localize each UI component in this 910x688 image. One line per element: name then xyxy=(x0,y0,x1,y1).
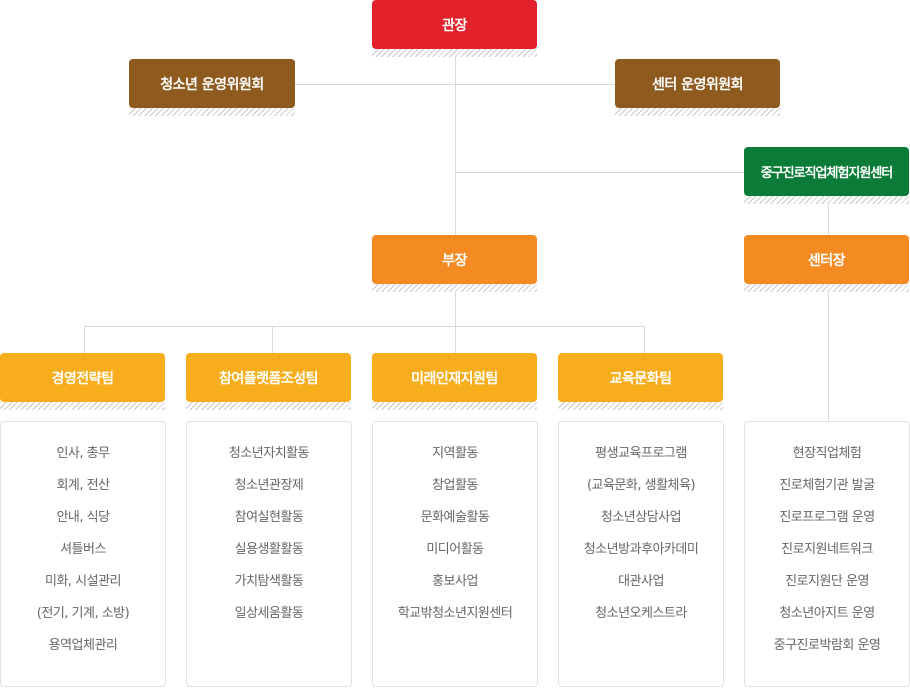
list-item: 중구진로박람회 운영 xyxy=(773,638,881,653)
team-future-talent-list: 지역활동 창업활동 문화예술활동 미디어활동 홍보사업 학교밖청소년지원센터 xyxy=(372,421,538,687)
connector-deputy-down xyxy=(455,292,456,353)
list-item: 용역업체관리 xyxy=(48,638,118,653)
connector-teams-bar xyxy=(84,326,645,327)
list-item: 평생교육프로그램 xyxy=(595,446,687,461)
team-education-culture-node: 교육문화팀 xyxy=(558,353,723,410)
career-center-list: 현장직업체험 진로체험기관 발굴 진로프로그램 운영 진로지원네트워크 진로지원… xyxy=(744,421,910,687)
list-item: 진로지원단 운영 xyxy=(785,574,869,589)
list-item: 청소년자치활동 xyxy=(228,446,310,461)
list-item: 홍보사업 xyxy=(432,574,478,589)
list-item: 대관사업 xyxy=(618,574,664,589)
team-label: 경영전략팀 xyxy=(51,370,114,387)
connector-team-2 xyxy=(272,326,273,353)
list-item: 진로체험기관 발굴 xyxy=(779,478,875,493)
list-item: 가치탐색활동 xyxy=(234,574,304,589)
list-item: 청소년방과후아카데미 xyxy=(583,542,699,557)
center-head-label: 센터장 xyxy=(807,252,846,269)
team-management-node: 경영전략팀 xyxy=(0,353,165,410)
connector-team-1 xyxy=(84,326,85,353)
team-education-culture-list: 평생교육프로그램 (교육문화, 생활체육) 청소년상담사업 청소년방과후아카데미… xyxy=(558,421,724,687)
director-label: 관장 xyxy=(442,17,467,34)
team-future-talent-node: 미래인재지원팀 xyxy=(372,353,537,410)
career-center-label: 중구진로직업체험지원센터 xyxy=(760,166,894,181)
list-item: 진로지원네트워크 xyxy=(781,542,873,557)
list-item: 학교밖청소년지원센터 xyxy=(397,606,513,621)
list-item: 실용생활활동 xyxy=(234,542,304,557)
list-item: 셔틀버스 xyxy=(60,542,106,557)
list-item: 진로프로그램 운영 xyxy=(779,510,875,525)
youth-committee-label: 청소년 운영위원회 xyxy=(160,76,264,93)
connector-committees xyxy=(295,84,615,85)
list-item: 청소년관장제 xyxy=(234,478,304,493)
list-item: 참여실현활동 xyxy=(234,510,304,525)
list-item: 미디어활동 xyxy=(426,542,484,557)
list-item: 문화예술활동 xyxy=(420,510,490,525)
list-item: 청소년상담사업 xyxy=(600,510,682,525)
list-item: 지역활동 xyxy=(432,446,478,461)
list-item: 일상세움활동 xyxy=(234,606,304,621)
list-item: (교육문화, 생활체육) xyxy=(586,478,696,493)
youth-committee-node: 청소년 운영위원회 xyxy=(129,59,295,116)
connector-director-deputy xyxy=(455,57,456,235)
list-item: 미화, 시설관리 xyxy=(44,574,122,589)
list-item: 창업활동 xyxy=(432,478,478,493)
director-node: 관장 xyxy=(372,0,537,57)
career-center-node: 중구진로직업체험지원센터 xyxy=(744,147,909,204)
team-management-list: 인사, 총무 회계, 전산 안내, 식당 셔틀버스 미화, 시설관리 (전기, … xyxy=(0,421,166,687)
center-committee-label: 센터 운영위원회 xyxy=(651,76,744,93)
connector-center-list xyxy=(828,292,829,421)
list-item: 청소년오케스트라 xyxy=(595,606,687,621)
list-item: (전기, 기계, 소방) xyxy=(36,606,130,621)
list-item: 회계, 전산 xyxy=(56,478,110,493)
deputy-node: 부장 xyxy=(372,235,537,292)
connector-career-center xyxy=(455,172,744,173)
list-item: 안내, 식당 xyxy=(56,510,110,525)
center-head-node: 센터장 xyxy=(744,235,909,292)
center-committee-node: 센터 운영위원회 xyxy=(615,59,780,116)
team-participation-node: 참여플랫폼조성팀 xyxy=(186,353,351,410)
list-item: 인사, 총무 xyxy=(56,446,110,461)
team-label: 참여플랫폼조성팀 xyxy=(218,370,319,387)
team-label: 미래인재지원팀 xyxy=(411,370,498,387)
list-item: 현장직업체험 xyxy=(792,446,862,461)
team-label: 교육문화팀 xyxy=(609,370,672,387)
team-participation-list: 청소년자치활동 청소년관장제 참여실현활동 실용생활활동 가치탐색활동 일상세움… xyxy=(186,421,352,687)
list-item: 청소년아지트 운영 xyxy=(779,606,875,621)
connector-center-head xyxy=(828,204,829,235)
connector-team-4 xyxy=(644,326,645,353)
deputy-label: 부장 xyxy=(442,252,467,269)
